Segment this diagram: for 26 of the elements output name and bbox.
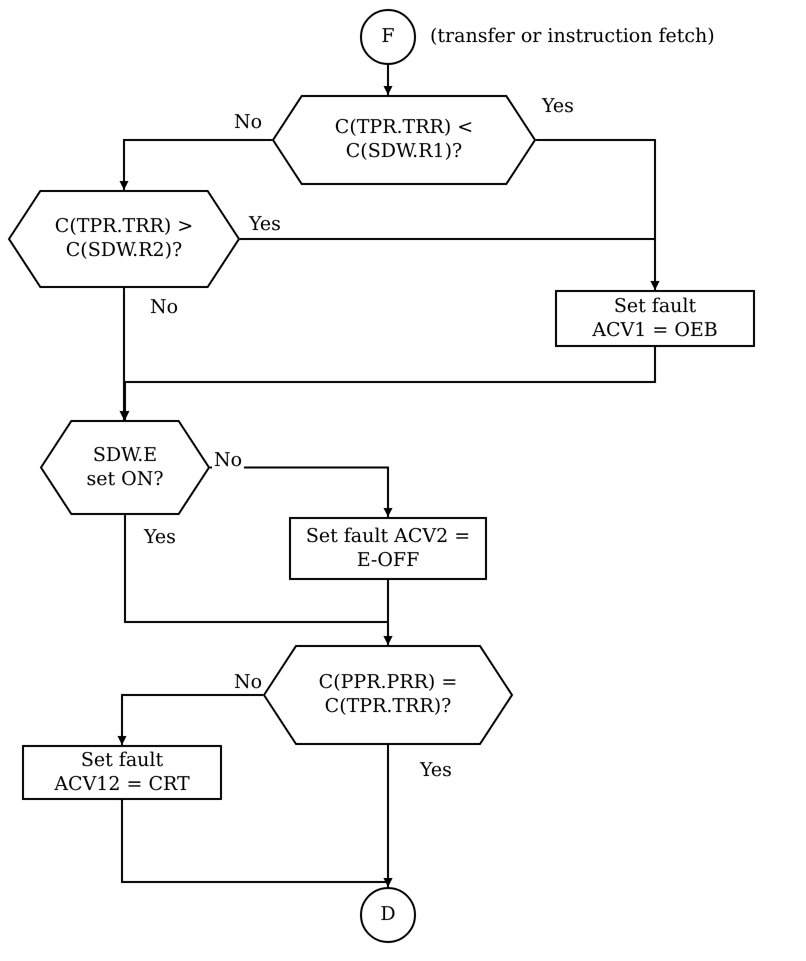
node-label: F bbox=[381, 25, 395, 49]
edge-label: No bbox=[212, 450, 244, 471]
decision-hexagon bbox=[263, 645, 513, 745]
node-label: Set fault ACV2 = E-OFF bbox=[304, 524, 472, 572]
node-label: Set fault ACV12 = CRT bbox=[53, 748, 191, 796]
node-note: (transfer or instruction fetch) bbox=[430, 25, 715, 47]
node-label: SDW.E set ON? bbox=[85, 444, 165, 492]
node-label: D bbox=[380, 903, 396, 927]
node-label: Set fault ACV1 = OEB bbox=[591, 294, 719, 342]
node-label: C(PPR.PRR) = C(TPR.TRR)? bbox=[318, 671, 458, 719]
decision-hexagon bbox=[8, 190, 240, 288]
arrow bbox=[384, 65, 392, 95]
process-box bbox=[555, 290, 755, 347]
arrow bbox=[120, 139, 272, 190]
node-label: C(TPR.TRR) < C(SDW.R1)? bbox=[334, 116, 474, 164]
process-box bbox=[22, 745, 222, 800]
connector-circle bbox=[360, 887, 416, 943]
decision-hexagon bbox=[40, 420, 210, 515]
arrow bbox=[121, 800, 392, 887]
arrow bbox=[118, 694, 263, 745]
connector-circle bbox=[360, 9, 416, 65]
process-box bbox=[289, 517, 487, 580]
node-label: C(TPR.TRR) > C(SDW.R2)? bbox=[54, 215, 194, 263]
arrow bbox=[240, 238, 660, 290]
decision-hexagon bbox=[272, 95, 536, 185]
arrow bbox=[384, 580, 392, 645]
